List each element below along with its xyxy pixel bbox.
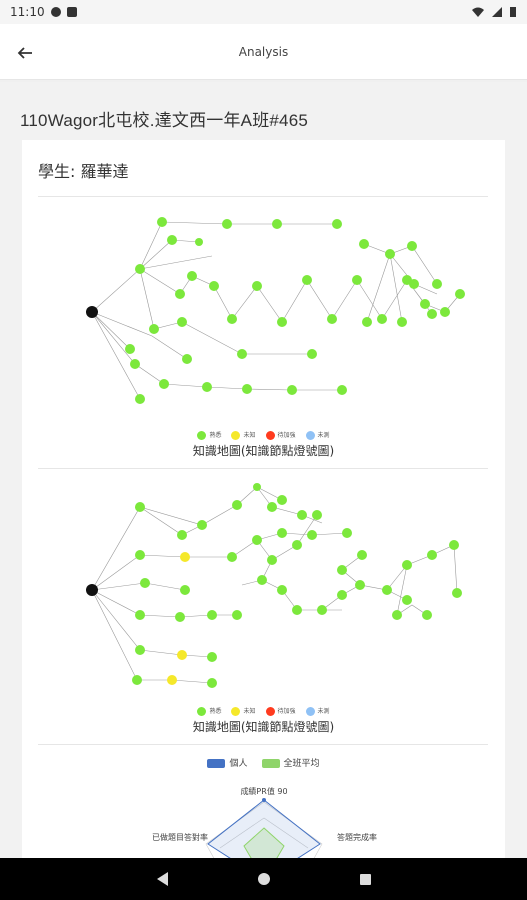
legend-item: 熟悉 xyxy=(197,430,221,440)
class-title: 110Wagor北屯校.達文西一年A班#465 xyxy=(20,111,309,130)
radar-legend-personal[interactable]: 個人 xyxy=(207,756,248,769)
map-caption-1: 知識地圖(知識節點燈號圖) xyxy=(192,444,335,458)
divider xyxy=(38,468,488,469)
wifi-icon xyxy=(472,7,484,17)
map-caption-2: 知識地圖(知識節點燈號圖) xyxy=(192,720,335,734)
status-bar: 11:10 xyxy=(0,0,527,24)
radar-legend: 個人 全班平均 xyxy=(22,756,505,769)
status-time: 11:10 xyxy=(10,5,45,19)
knowledge-map-1 xyxy=(86,217,465,404)
sync-icon xyxy=(50,7,61,17)
map-legend-2: 熟悉 未知 待加強 未測 xyxy=(22,706,505,716)
divider xyxy=(38,744,488,745)
legend-item: 未知 xyxy=(231,706,256,716)
analysis-content[interactable]: 110Wagor北屯校.達文西一年A班#465 學生: 羅華達 xyxy=(0,82,527,858)
map-legend-1: 熟悉 未知 待加強 未測 xyxy=(22,430,505,440)
radar-left-label: 已做題目答對率 xyxy=(152,832,208,842)
divider xyxy=(38,196,488,197)
knowledge-map-2 xyxy=(86,483,462,688)
legend-item: 未測 xyxy=(305,706,330,716)
radar-top-label: 成績PR值 90 xyxy=(240,786,287,796)
legend-item: 熟悉 xyxy=(197,706,221,716)
legend-item: 待加強 xyxy=(265,706,296,716)
legend-item: 未測 xyxy=(305,430,330,440)
battery-icon xyxy=(510,7,516,17)
system-nav-bar xyxy=(0,858,527,900)
app-bar: Analysis xyxy=(0,24,527,80)
student-card: 學生: 羅華達 熟悉 未知 待加強 xyxy=(22,140,505,858)
nav-recent-apps-icon[interactable] xyxy=(359,873,371,885)
radar-right-label: 答題完成率 xyxy=(337,832,377,842)
nav-home-icon[interactable] xyxy=(257,873,270,885)
student-name: 學生: 羅華達 xyxy=(38,162,129,181)
legend-item: 未知 xyxy=(231,430,256,440)
signal-icon xyxy=(492,7,502,17)
page-title: Analysis xyxy=(238,44,289,59)
radar-legend-class-average[interactable]: 全班平均 xyxy=(261,756,320,769)
radar-chart: 成績PR值 90 已做題目答對率 答題完成率 xyxy=(152,786,377,858)
back-arrow-icon[interactable] xyxy=(12,40,38,66)
legend-item: 待加強 xyxy=(265,430,296,440)
nav-back-icon[interactable] xyxy=(156,872,168,886)
sd-card-icon xyxy=(66,7,77,17)
